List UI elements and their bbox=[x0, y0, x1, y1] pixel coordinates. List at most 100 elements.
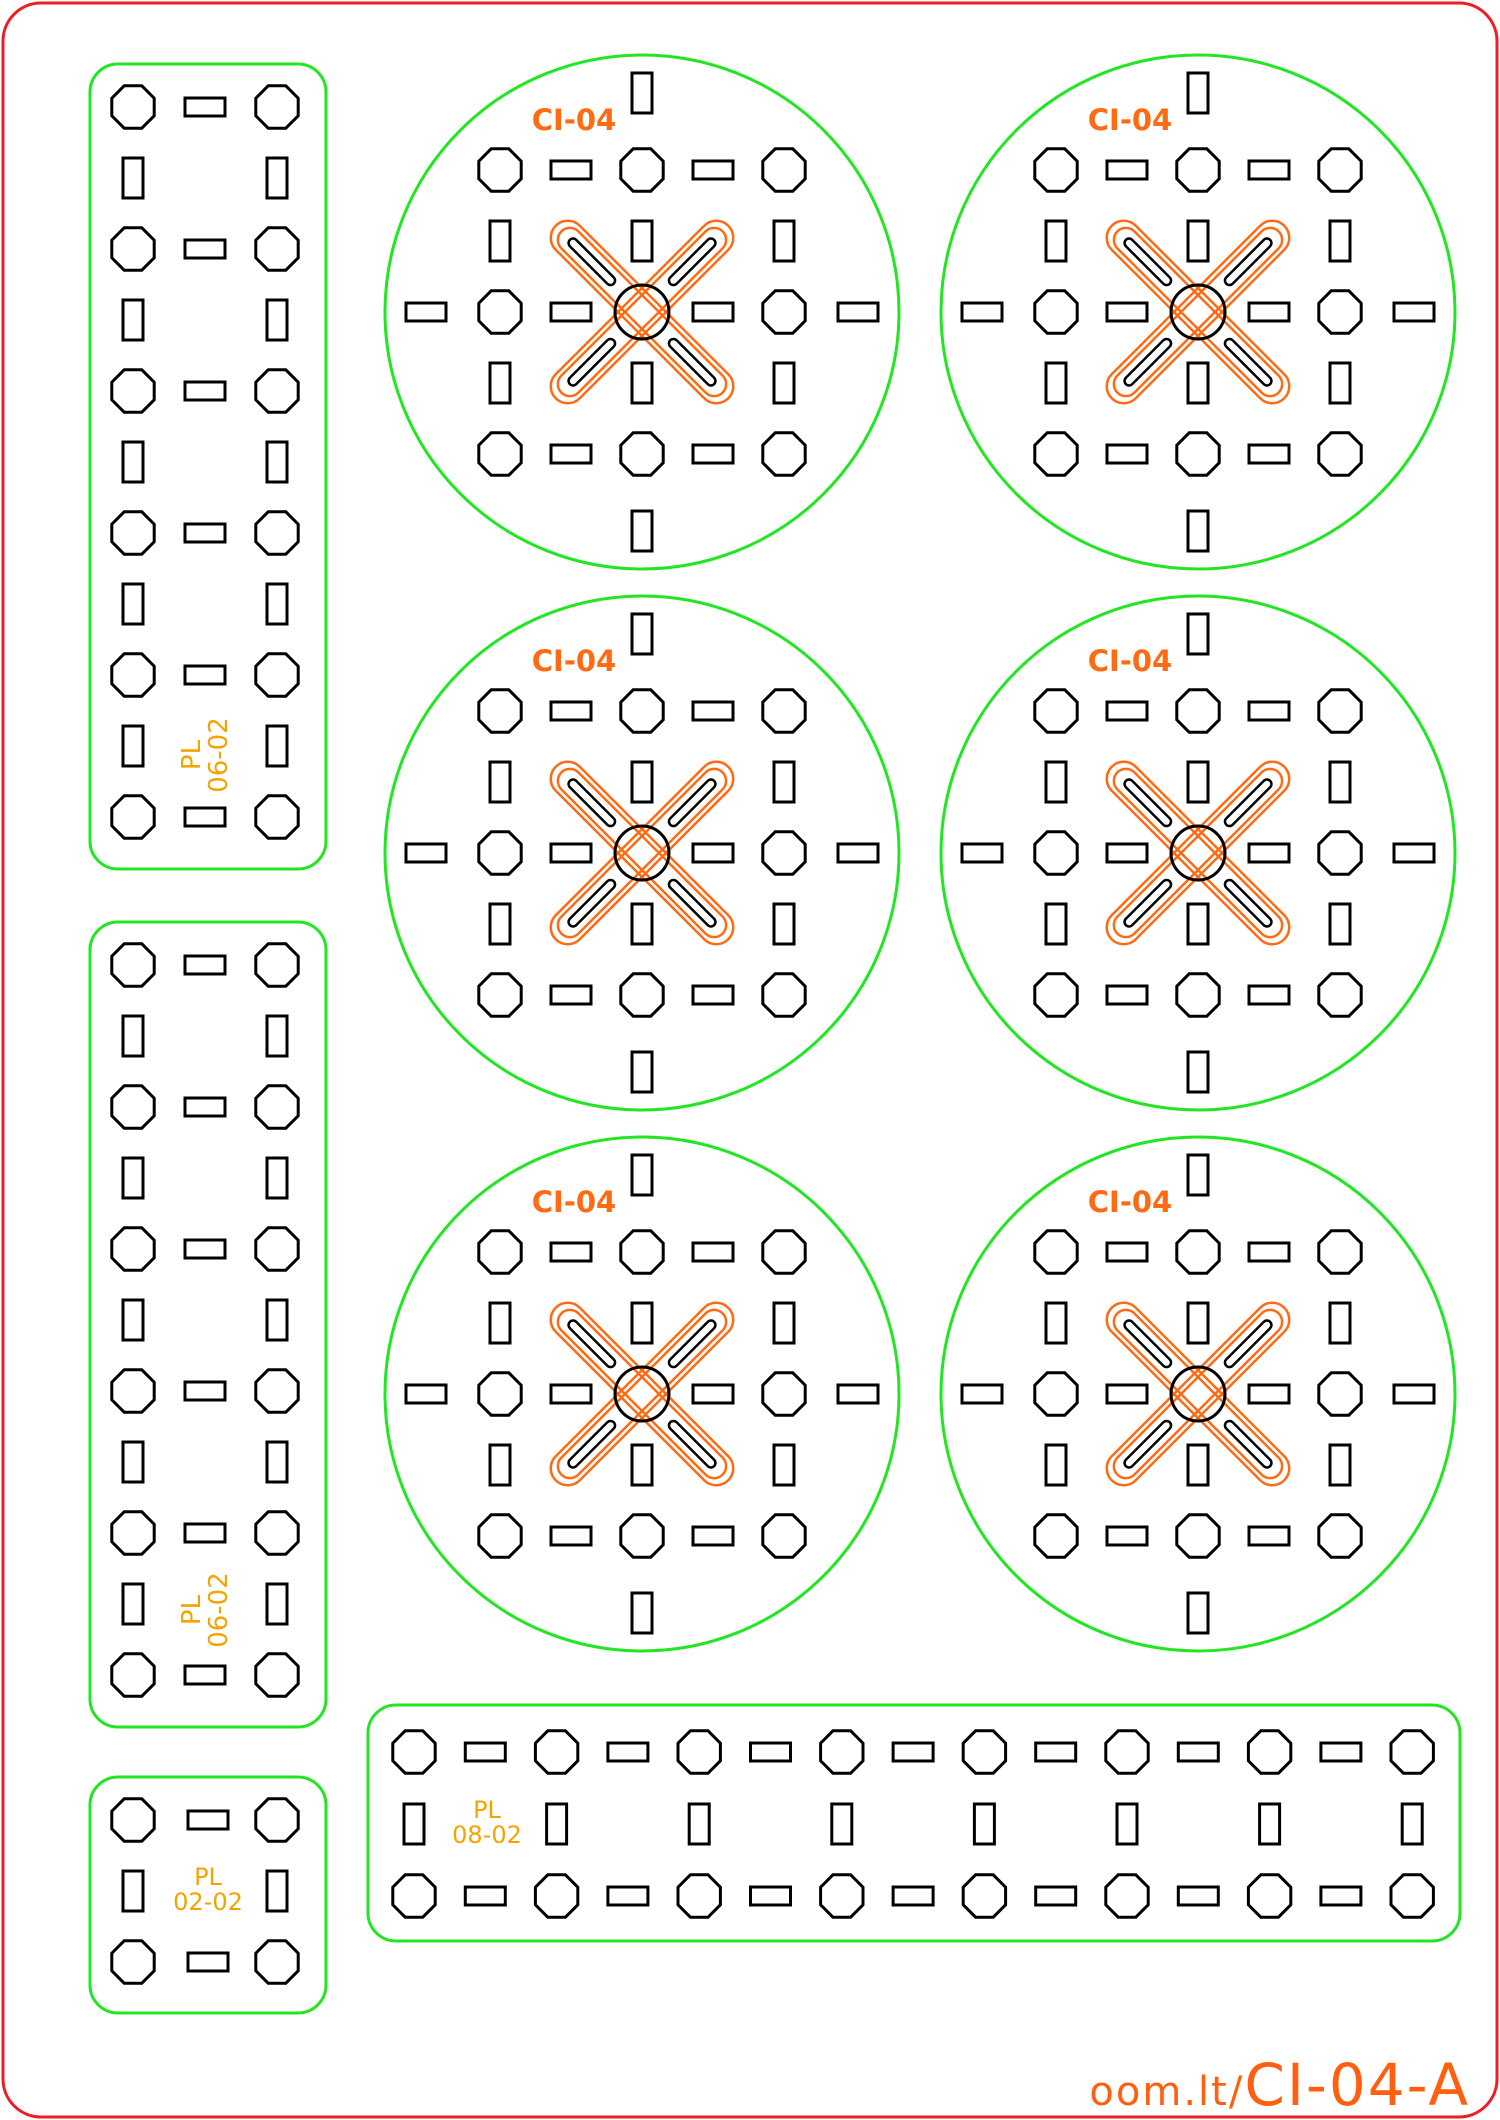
slot-vertical bbox=[402, 1802, 426, 1846]
slot-horizontal bbox=[960, 842, 1004, 864]
plate-outline bbox=[88, 1775, 328, 2015]
slot-horizontal bbox=[1176, 1885, 1220, 1907]
slot-vertical bbox=[121, 298, 145, 342]
servo-arm-slot bbox=[1123, 778, 1173, 828]
octagon-hole bbox=[533, 1873, 580, 1919]
slot-horizontal bbox=[691, 700, 735, 722]
servo-arm-slot bbox=[1123, 337, 1173, 387]
slot-vertical bbox=[265, 298, 289, 342]
slot-vertical bbox=[265, 724, 289, 768]
octagon-hole bbox=[1317, 972, 1363, 1018]
slot-horizontal bbox=[1247, 1525, 1291, 1547]
octagon-hole bbox=[1246, 1873, 1293, 1919]
servo-arm-outline bbox=[549, 219, 735, 405]
slot-vertical bbox=[630, 760, 654, 804]
slot-vertical bbox=[630, 509, 654, 553]
disc-outline bbox=[939, 53, 1457, 571]
slot-horizontal bbox=[1392, 301, 1436, 323]
octagon-hole bbox=[1104, 1729, 1150, 1775]
slot-horizontal bbox=[1392, 842, 1436, 864]
sheet-footer: oom.lt/CI-04-A bbox=[1089, 2056, 1470, 2114]
octagon-hole bbox=[819, 1873, 865, 1919]
octagon-hole bbox=[619, 147, 665, 193]
slot-vertical bbox=[1328, 760, 1352, 804]
servo-arm-slot bbox=[567, 878, 617, 928]
slot-vertical bbox=[488, 219, 512, 263]
slot-horizontal bbox=[1034, 1741, 1078, 1763]
disc-outline bbox=[939, 594, 1457, 1112]
servo-arm-inner bbox=[1112, 226, 1284, 398]
plate-label-line1: PL bbox=[194, 1863, 222, 1891]
slot-horizontal bbox=[1105, 301, 1149, 323]
servo-arm-inner bbox=[1112, 1308, 1284, 1480]
slot-vertical bbox=[772, 361, 796, 405]
slot-vertical bbox=[265, 1156, 289, 1200]
slot-horizontal bbox=[1105, 443, 1149, 465]
slot-vertical bbox=[1044, 1301, 1068, 1345]
octagon-hole bbox=[1033, 1371, 1079, 1417]
slot-horizontal bbox=[1247, 1241, 1291, 1263]
slot-horizontal bbox=[606, 1741, 650, 1763]
servo-arm bbox=[549, 219, 735, 405]
octagon-hole bbox=[676, 1873, 722, 1919]
slot-horizontal bbox=[1034, 1885, 1078, 1907]
octagon-hole bbox=[1317, 1371, 1363, 1417]
octagon-hole bbox=[1175, 972, 1221, 1018]
servo-arm-outline bbox=[549, 760, 735, 946]
slot-horizontal bbox=[1105, 1241, 1149, 1263]
disc-ci-04: CI-04 bbox=[383, 594, 901, 1112]
slot-horizontal bbox=[183, 1096, 227, 1118]
servo-arm-slot bbox=[667, 1419, 717, 1469]
octagon-hole bbox=[761, 972, 807, 1018]
octagon-hole bbox=[761, 147, 807, 193]
slot-horizontal bbox=[691, 984, 735, 1006]
octagon-hole bbox=[1175, 1513, 1221, 1559]
disc-label: CI-04 bbox=[1088, 103, 1172, 137]
slot-horizontal bbox=[1247, 700, 1291, 722]
slot-vertical bbox=[1186, 361, 1210, 405]
slot-horizontal bbox=[183, 1522, 227, 1544]
slot-horizontal bbox=[691, 1525, 735, 1547]
slot-vertical bbox=[1328, 1301, 1352, 1345]
octagon-hole bbox=[1033, 289, 1079, 335]
slot-vertical bbox=[1044, 902, 1068, 946]
slot-vertical bbox=[121, 1440, 145, 1484]
slot-horizontal bbox=[606, 1885, 650, 1907]
slot-vertical bbox=[488, 361, 512, 405]
slot-horizontal bbox=[691, 1241, 735, 1263]
servo-arm-outline bbox=[549, 219, 735, 405]
slot-vertical bbox=[772, 219, 796, 263]
slot-horizontal bbox=[1247, 443, 1291, 465]
slot-horizontal bbox=[1247, 159, 1291, 181]
slot-horizontal bbox=[404, 1383, 448, 1405]
servo-arm bbox=[1105, 760, 1291, 946]
octagon-hole bbox=[254, 794, 300, 840]
servo-arm-inner bbox=[1112, 1308, 1284, 1480]
slot-horizontal bbox=[404, 301, 448, 323]
disc-ci-04: CI-04 bbox=[939, 594, 1457, 1112]
octagon-hole bbox=[619, 972, 665, 1018]
center-hole bbox=[613, 824, 671, 882]
slot-horizontal bbox=[691, 301, 735, 323]
servo-arm bbox=[1105, 1301, 1291, 1487]
slot-vertical bbox=[1186, 509, 1210, 553]
octagon-hole bbox=[1175, 431, 1221, 477]
slot-horizontal bbox=[549, 301, 593, 323]
slot-vertical bbox=[121, 1298, 145, 1342]
octagon-hole bbox=[1317, 431, 1363, 477]
servo-arm bbox=[1105, 219, 1291, 405]
octagon-hole bbox=[110, 1510, 156, 1556]
octagon-hole bbox=[254, 84, 300, 130]
slot-vertical bbox=[121, 582, 145, 626]
octagon-hole bbox=[110, 1368, 156, 1414]
disc-outline bbox=[383, 53, 901, 571]
octagon-hole bbox=[110, 652, 156, 698]
slot-vertical bbox=[265, 156, 289, 200]
slot-horizontal bbox=[1247, 1383, 1291, 1405]
servo-arm-slot bbox=[1123, 1319, 1173, 1369]
servo-arm-slot bbox=[1223, 878, 1273, 928]
center-hole bbox=[613, 1365, 671, 1423]
slot-horizontal bbox=[463, 1885, 507, 1907]
servo-arm-outline bbox=[1105, 1301, 1291, 1487]
